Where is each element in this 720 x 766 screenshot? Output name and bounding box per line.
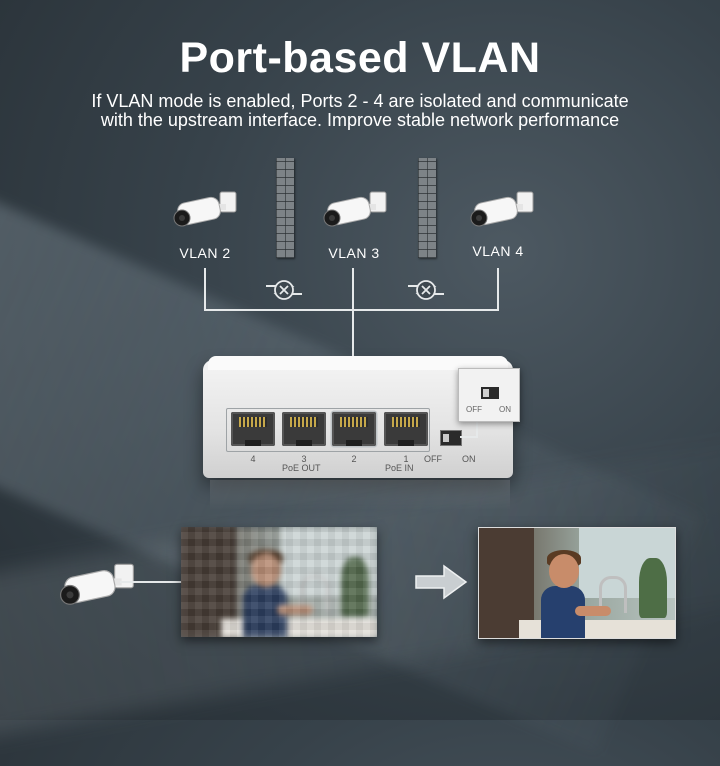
arrow-right-icon [415, 564, 468, 600]
port-2-number: 2 [351, 454, 357, 464]
wire-vlan2 [204, 268, 206, 311]
no-communication-icon [408, 280, 444, 300]
port-frame [226, 408, 430, 452]
security-camera-icon [173, 191, 237, 227]
firewall-wall-icon [276, 158, 294, 258]
port-1-number: 1 [403, 454, 409, 464]
wire-vlan4 [497, 268, 499, 311]
switch-off-label: OFF [424, 454, 442, 464]
vlan-3-label: VLAN 3 [328, 245, 380, 261]
port-4[interactable] [231, 412, 275, 446]
firewall-wall-icon [418, 158, 436, 258]
security-camera-icon [470, 191, 534, 227]
page-subtitle: If VLAN mode is enabled, Ports 2 - 4 are… [30, 92, 690, 130]
wire-horizontal [204, 309, 499, 311]
zoom-switch [481, 387, 499, 399]
port-1[interactable] [384, 412, 428, 446]
video-after-image [478, 527, 676, 639]
port-3-number: 3 [301, 454, 307, 464]
vlan-2-label: VLAN 2 [179, 245, 231, 261]
security-camera-icon [60, 563, 134, 605]
poe-out-label: PoE OUT [282, 463, 321, 473]
port-2[interactable] [332, 412, 376, 446]
wire-to-port2 [352, 268, 354, 413]
subtitle-line-1: If VLAN mode is enabled, Ports 2 - 4 are… [91, 91, 629, 111]
port-3[interactable] [282, 412, 326, 446]
switch-reflection [210, 480, 510, 510]
zoom-connector-horizontal [460, 436, 478, 438]
video-before-image [181, 527, 377, 637]
zoom-on-label: ON [499, 405, 511, 414]
pixelation-overlay [181, 527, 377, 637]
vlan-mode-switch[interactable] [440, 430, 462, 446]
switch-on-label: ON [462, 454, 476, 464]
vlan-4-label: VLAN 4 [472, 243, 524, 259]
vlan-mode-switch-knob [443, 434, 449, 442]
poe-in-label: PoE IN [385, 463, 414, 473]
security-camera-icon [323, 191, 387, 227]
no-communication-icon [266, 280, 302, 300]
zoom-connector-vertical [476, 420, 478, 438]
zoom-off-label: OFF [466, 405, 482, 414]
camera-feed-line [120, 581, 182, 583]
poe-switch-top [208, 356, 508, 370]
switch-zoom-callout: OFF ON [458, 368, 520, 422]
subtitle-line-2: with the upstream interface. Improve sta… [100, 110, 620, 130]
zoom-switch-knob [483, 389, 489, 397]
port-4-number: 4 [250, 454, 256, 464]
page-title: Port-based VLAN [179, 34, 541, 82]
